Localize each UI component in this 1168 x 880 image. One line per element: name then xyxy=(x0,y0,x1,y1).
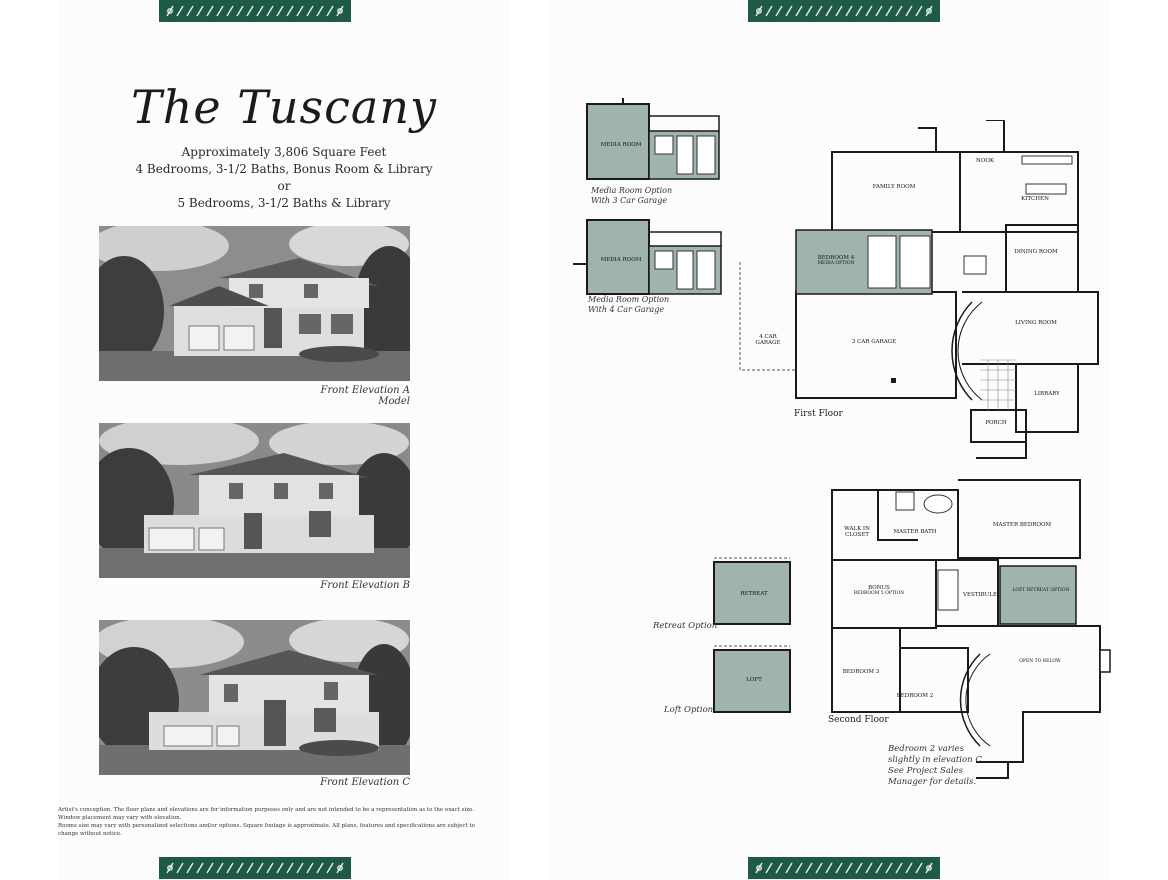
first-floor-plan xyxy=(736,119,1112,462)
bedroom-note-line-3: See Project Sales xyxy=(888,766,964,776)
bedroom-4-sub: MEDIA OPTION xyxy=(817,261,855,266)
loft-caption: Loft Option xyxy=(664,705,714,715)
media-option-4-line-1: Media Room Option xyxy=(588,295,670,304)
page-title: The Tuscany xyxy=(131,80,437,134)
vestibule-label: VESTIBULE xyxy=(963,592,997,598)
family-room-label: FAMILY ROOM xyxy=(872,184,916,190)
retreat-label: RETREAT xyxy=(740,591,768,597)
disclaimer: Artist's conception. The floor plans and… xyxy=(58,806,478,838)
bedroom-2-note: Bedroom 2 varies slightly in elevation C… xyxy=(888,744,984,788)
elevation-a-image xyxy=(99,226,410,381)
dining-room-label: DINING ROOM xyxy=(1014,249,1058,255)
elevation-a-title: Front Elevation A xyxy=(320,385,410,396)
spec-square-feet: Approximately 3,806 Square Feet xyxy=(181,145,387,159)
elevation-a-model: Model xyxy=(378,396,410,407)
nook-label: NOOK xyxy=(976,158,994,164)
optional-garage-label: 4 CAR GARAGE xyxy=(755,334,781,346)
disclaimer-line-1: Artist's conception. The floor plans and… xyxy=(58,807,475,821)
top-left-band xyxy=(159,0,351,22)
media-option-3-caption: Media Room Option With 3 Car Garage xyxy=(591,186,672,206)
media-room-option-3-plan xyxy=(585,96,722,181)
bedroom-4-title: BEDROOM 4 xyxy=(817,255,855,261)
retreat-caption: Retreat Option xyxy=(653,621,718,631)
bonus-sub: BEDROOM 5 OPTION xyxy=(853,591,905,596)
bedroom-2-label: BEDROOM 2 xyxy=(896,693,934,699)
top-right-band xyxy=(748,0,940,22)
media-room-label-1: MEDIA ROOM xyxy=(600,142,642,148)
loft-label: LOFT xyxy=(746,677,762,683)
open-to-below-label: OPEN TO BELOW xyxy=(1019,659,1061,664)
loft-option-plan xyxy=(711,644,795,716)
media-option-4-line-2: With 4 Car Garage xyxy=(588,305,665,314)
bonus-title: BONUS xyxy=(868,585,890,591)
retreat-option-plan xyxy=(711,556,795,628)
first-floor-caption: First Floor xyxy=(794,409,843,419)
second-floor-plan xyxy=(828,478,1112,780)
spec-config-b: 5 Bedrooms, 3-1/2 Baths & Library xyxy=(177,196,391,210)
second-floor-caption: Second Floor xyxy=(828,715,889,725)
media-room-label-2: MEDIA ROOM xyxy=(600,257,642,263)
bottom-right-band xyxy=(748,857,940,879)
bedroom-3-label: BEDROOM 3 xyxy=(842,669,880,675)
bonus-label: BONUS BEDROOM 5 OPTION xyxy=(846,585,912,596)
elevation-b-caption: Front Elevation B xyxy=(320,580,410,591)
elevation-c-image xyxy=(99,620,410,775)
elevation-a-caption: Front Elevation A Model xyxy=(250,385,410,407)
bedroom-note-line-1: Bedroom 2 varies xyxy=(888,744,964,754)
media-option-3-line-2: With 3 Car Garage xyxy=(591,196,668,205)
porch-label: PORCH xyxy=(985,420,1007,426)
bedroom-note-line-2: slightly in elevation C. xyxy=(888,755,985,765)
bedroom-4-label: BEDROOM 4 MEDIA OPTION xyxy=(806,255,866,266)
specs-block: Approximately 3,806 Square Feet 4 Bedroo… xyxy=(58,144,510,212)
loft-retreat-label: LOFT RETREAT OPTION xyxy=(1012,588,1070,593)
media-option-3-line-1: Media Room Option xyxy=(591,186,673,195)
master-bath-label: MASTER BATH xyxy=(893,529,937,535)
master-bedroom-label: MASTER BEDROOM xyxy=(992,522,1052,528)
kitchen-label: KITCHEN xyxy=(1021,196,1049,202)
living-room-label: LIVING ROOM xyxy=(1015,320,1057,326)
spec-or: or xyxy=(277,179,291,193)
media-room-option-4-plan xyxy=(571,218,724,298)
elevation-c-caption: Front Elevation C xyxy=(320,777,410,788)
garage-label: 3 CAR GARAGE xyxy=(851,339,897,345)
bedroom-note-line-4: Manager for details. xyxy=(888,777,977,787)
spec-config-a: 4 Bedrooms, 3-1/2 Baths, Bonus Room & Li… xyxy=(135,162,433,176)
media-option-4-caption: Media Room Option With 4 Car Garage xyxy=(588,295,669,315)
bottom-left-band xyxy=(159,857,351,879)
walk-in-closet-label: WALK IN CLOSET xyxy=(844,526,870,538)
disclaimer-line-2: Rooms size may vary with personalized se… xyxy=(58,823,475,837)
library-label: LIBRARY xyxy=(1034,391,1060,397)
elevation-b-image xyxy=(99,423,410,578)
